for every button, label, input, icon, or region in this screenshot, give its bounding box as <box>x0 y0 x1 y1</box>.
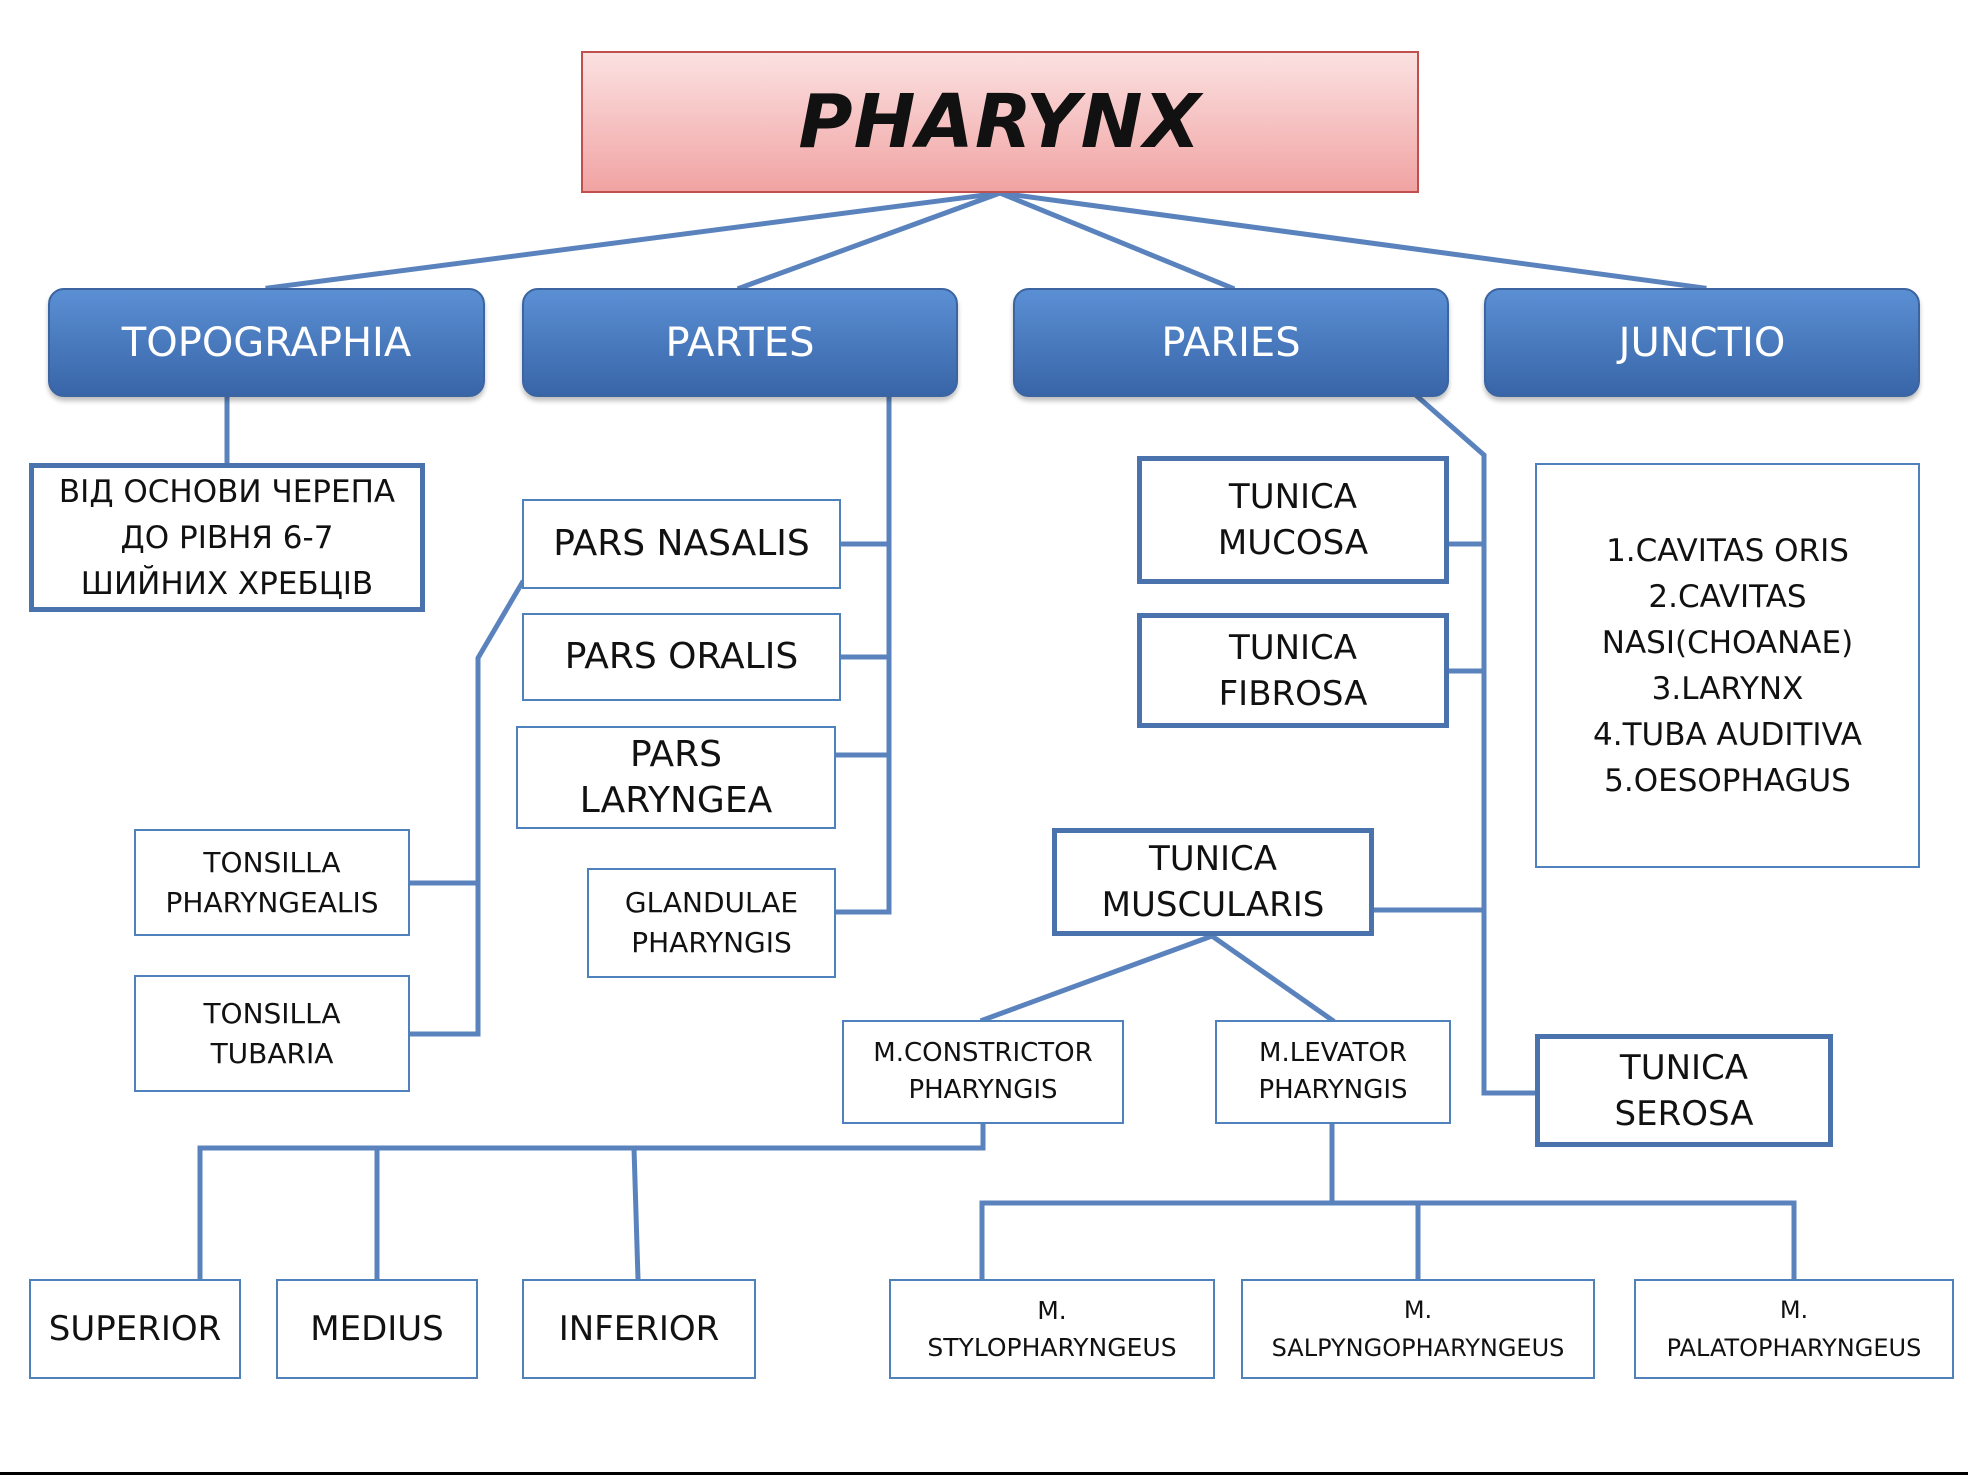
stylopharyngeus-box: M. STYLOPHARYNGEUS <box>889 1279 1215 1379</box>
salpyngopharyngeus-label: M. SALPYNGOPHARYNGEUS <box>1271 1296 1565 1362</box>
stylopharyngeus-label: M. STYLOPHARYNGEUS <box>927 1296 1177 1362</box>
palatopharyngeus-box: M. PALATOPHARYNGEUS <box>1634 1279 1954 1379</box>
connector-paries-trunk <box>1414 393 1487 1096</box>
category-label: JUNCTIO <box>1618 319 1786 366</box>
pars-nasalis-box: PARS NASALIS <box>522 499 841 589</box>
glandulae-pharyngis-label: GLANDULAE PHARYNGIS <box>624 886 799 959</box>
tonsilla-tubaria-label: TONSILLA TUBARIA <box>203 996 341 1070</box>
connector-tonsils-trunk <box>475 579 526 1037</box>
superior-label: SUPERIOR <box>48 1309 222 1349</box>
junctio-list-box: 1.CAVITAS ORIS 2.CAVITAS NASI(CHOANAE) 3… <box>1535 463 1920 868</box>
tonsilla-tubaria-box: TONSILLA TUBARIA <box>134 975 410 1092</box>
inferior-label: INFERIOR <box>558 1309 720 1349</box>
tunica-fibrosa-box: TUNICA FIBROSA <box>1137 613 1449 728</box>
connector-muscularis-levator <box>1208 932 1336 1024</box>
pars-oralis-label: PARS ORALIS <box>564 636 799 677</box>
title-box: PHARYNX <box>581 51 1419 193</box>
category-label: TOPOGRAPHIA <box>121 319 412 366</box>
tunica-mucosa-label: TUNICA MUCOSA <box>1217 477 1369 563</box>
constrictor-pharyngis-box: M.CONSTRICTOR PHARYNGIS <box>842 1020 1124 1124</box>
medius-label: MEDIUS <box>310 1309 444 1349</box>
category-label: PARIES <box>1161 319 1301 366</box>
junctio-list: 1.CAVITAS ORIS 2.CAVITAS NASI(CHOANAE) 3… <box>1593 532 1862 799</box>
pars-oralis-box: PARS ORALIS <box>522 613 841 701</box>
connector-title-topographia <box>265 190 1003 291</box>
tunica-fibrosa-label: TUNICA FIBROSA <box>1218 627 1368 714</box>
tunica-serosa-box: TUNICA SEROSA <box>1535 1034 1833 1147</box>
medius-box: MEDIUS <box>276 1279 478 1379</box>
pars-laryngea-box: PARS LARYNGEA <box>516 726 836 829</box>
topographia-text-box: ВІД ОСНОВИ ЧЕРЕПА ДО РІВНЯ 6-7 ШИЙНИХ ХР… <box>29 463 425 612</box>
category-paries: PARIES <box>1013 288 1449 397</box>
title-text: PHARYNX <box>798 79 1202 165</box>
bottom-rule <box>0 1472 1968 1475</box>
superior-box: SUPERIOR <box>29 1279 241 1379</box>
tunica-muscularis-label: TUNICA MUSCULARIS <box>1101 839 1325 925</box>
levator-pharyngis-label: M.LEVATOR PHARYNGIS <box>1258 1038 1408 1105</box>
connector-inferior <box>631 1145 641 1282</box>
palatopharyngeus-label: M. PALATOPHARYNGEUS <box>1666 1296 1922 1362</box>
levator-pharyngis-box: M.LEVATOR PHARYNGIS <box>1215 1020 1451 1124</box>
connector-title-partes <box>736 189 1004 292</box>
category-label: PARTES <box>665 319 815 366</box>
category-junctio: JUNCTIO <box>1484 288 1920 397</box>
inferior-box: INFERIOR <box>522 1279 756 1379</box>
pars-nasalis-label: PARS NASALIS <box>553 523 810 564</box>
tunica-mucosa-box: TUNICA MUCOSA <box>1137 456 1449 584</box>
category-topographia: TOPOGRAPHIA <box>48 288 485 397</box>
connector-muscularis-constrictor <box>979 932 1216 1024</box>
connector-title-junctio <box>997 190 1707 291</box>
salpyngopharyngeus-box: M. SALPYNGOPHARYNGEUS <box>1241 1279 1595 1379</box>
category-partes: PARTES <box>522 288 958 397</box>
tonsilla-pharyngealis-box: TONSILLA PHARYNGEALIS <box>134 829 410 936</box>
tunica-serosa-label: TUNICA SEROSA <box>1614 1047 1754 1134</box>
connector-title-paries <box>996 189 1236 292</box>
topographia-text: ВІД ОСНОВИ ЧЕРЕПА ДО РІВНЯ 6-7 ШИЙНИХ ХР… <box>58 473 396 602</box>
glandulae-pharyngis-box: GLANDULAE PHARYNGIS <box>587 868 836 978</box>
pars-laryngea-label: PARS LARYNGEA <box>579 733 773 821</box>
tonsilla-pharyngealis-label: TONSILLA PHARYNGEALIS <box>165 845 379 919</box>
constrictor-pharyngis-label: M.CONSTRICTOR PHARYNGIS <box>873 1038 1093 1105</box>
tunica-muscularis-box: TUNICA MUSCULARIS <box>1052 828 1374 936</box>
